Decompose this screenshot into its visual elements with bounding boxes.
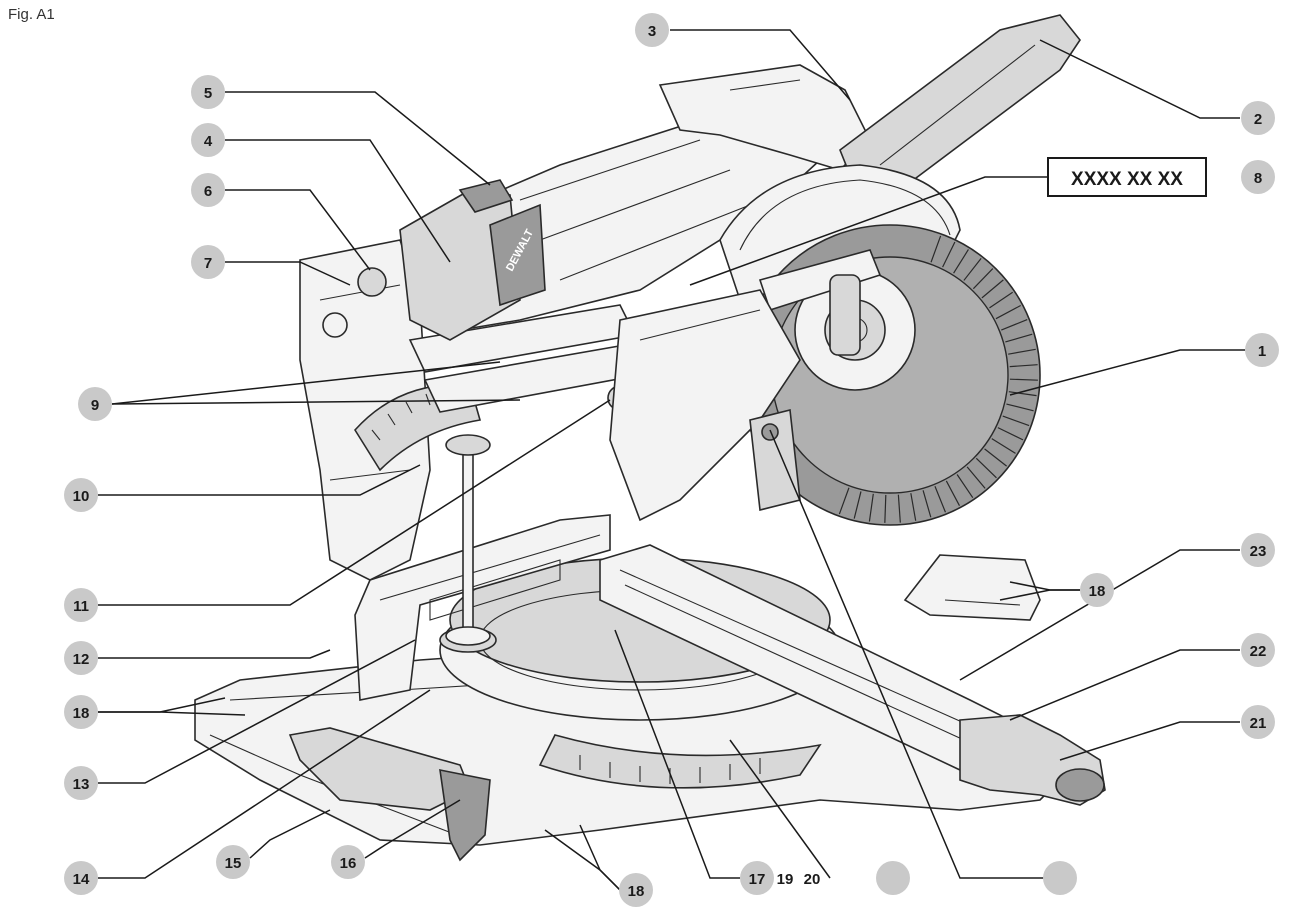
blade-tooth bbox=[942, 241, 956, 268]
svg-text:7: 7 bbox=[204, 255, 212, 272]
svg-text:11: 11 bbox=[73, 598, 89, 615]
callout-blank-1 bbox=[876, 861, 910, 895]
callout-20-text: 20 bbox=[804, 871, 821, 888]
svg-text:21: 21 bbox=[1250, 715, 1267, 732]
svg-text:6: 6 bbox=[204, 183, 212, 200]
rail-stop-knob bbox=[357, 267, 387, 297]
callout-3: 3 bbox=[635, 13, 669, 47]
callout-2: 2 bbox=[1241, 101, 1275, 135]
blade-tooth bbox=[884, 494, 887, 523]
callout-13: 13 bbox=[64, 766, 98, 800]
blade-tooth bbox=[963, 258, 982, 281]
figure-label: Fig. A1 bbox=[8, 6, 55, 23]
callout-8: 8 bbox=[1241, 160, 1275, 194]
blade-tooth bbox=[934, 486, 946, 513]
blade-tooth bbox=[1009, 364, 1038, 368]
blade-tooth bbox=[972, 268, 994, 290]
blade-tooth bbox=[997, 427, 1024, 441]
callout-6: 6 bbox=[191, 173, 225, 207]
code-box: XXXX XX XX bbox=[1047, 157, 1207, 197]
blade-tooth bbox=[1008, 391, 1037, 397]
svg-text:18: 18 bbox=[73, 705, 90, 722]
callout-7: 7 bbox=[191, 245, 225, 279]
blade-tooth bbox=[991, 438, 1016, 454]
callout-14: 14 bbox=[64, 861, 98, 895]
blade-tooth bbox=[922, 490, 932, 518]
callout-16: 16 bbox=[331, 845, 365, 879]
callout-17: 17 bbox=[740, 861, 774, 895]
svg-text:4: 4 bbox=[204, 133, 213, 150]
leader-lines bbox=[98, 29, 1245, 891]
svg-text:1: 1 bbox=[1258, 343, 1266, 360]
code-box-text: XXXX XX XX bbox=[1071, 169, 1183, 190]
callout-9: 9 bbox=[78, 387, 112, 421]
blade-tooth bbox=[1008, 348, 1036, 355]
pivot-arm bbox=[609, 289, 801, 522]
left-fence bbox=[354, 514, 611, 701]
callout-1: 1 bbox=[1245, 333, 1279, 367]
svg-text:3: 3 bbox=[648, 23, 656, 40]
blade-tooth bbox=[981, 279, 1004, 299]
svg-text:2: 2 bbox=[1254, 111, 1262, 128]
blade-tooth bbox=[868, 493, 874, 522]
svg-text:10: 10 bbox=[73, 488, 90, 505]
svg-text:13: 13 bbox=[73, 776, 90, 793]
blade-tooth bbox=[995, 304, 1021, 320]
svg-text:14: 14 bbox=[73, 871, 90, 888]
blade-tooth bbox=[1009, 378, 1038, 381]
blade-tooth bbox=[897, 494, 901, 523]
blade-tooth bbox=[1001, 319, 1028, 331]
callouts: 1 2 3 4 5 6 7 8 9 10 11 12 13 14 15 16 1… bbox=[64, 13, 1279, 907]
svg-text:16: 16 bbox=[340, 855, 357, 872]
guard-linkage bbox=[758, 249, 882, 312]
blade-tooth bbox=[953, 249, 969, 274]
svg-text:23: 23 bbox=[1250, 543, 1267, 560]
blade-tooth bbox=[853, 491, 862, 519]
blade-tooth bbox=[984, 448, 1007, 467]
callout-18-left: 18 bbox=[64, 695, 98, 729]
callout-23: 23 bbox=[1241, 533, 1275, 567]
callout-blank-2 bbox=[1043, 861, 1077, 895]
blade-tooth bbox=[1005, 333, 1033, 343]
callout-4: 4 bbox=[191, 123, 225, 157]
callout-22: 22 bbox=[1241, 633, 1275, 667]
blade-tooth bbox=[989, 291, 1014, 309]
callout-18-bottom: 18 bbox=[619, 873, 653, 907]
callout-15: 15 bbox=[216, 845, 250, 879]
blade-tooth bbox=[966, 466, 986, 489]
clamp-post bbox=[462, 444, 474, 641]
right-extension bbox=[903, 554, 1041, 621]
svg-text:22: 22 bbox=[1250, 643, 1267, 660]
callout-18-right: 18 bbox=[1080, 573, 1114, 607]
svg-text:9: 9 bbox=[91, 397, 99, 414]
blade-tooth bbox=[910, 493, 917, 521]
svg-text:19: 19 bbox=[777, 871, 794, 888]
svg-text:18: 18 bbox=[1089, 583, 1106, 600]
blade-tooth bbox=[1002, 415, 1030, 427]
blade-tooth bbox=[956, 474, 974, 499]
saw-drawing: DEWALT bbox=[194, 14, 1106, 862]
svg-text:5: 5 bbox=[204, 85, 212, 102]
svg-text:8: 8 bbox=[1254, 170, 1262, 187]
svg-text:20: 20 bbox=[804, 871, 821, 888]
blade-tooth bbox=[945, 480, 961, 506]
blade-tooth bbox=[1006, 403, 1034, 412]
callout-12: 12 bbox=[64, 641, 98, 675]
svg-text:18: 18 bbox=[628, 883, 645, 900]
callout-10: 10 bbox=[64, 478, 98, 512]
blade-tooth bbox=[975, 457, 997, 479]
svg-text:17: 17 bbox=[749, 871, 766, 888]
svg-text:15: 15 bbox=[225, 855, 242, 872]
callout-19-text: 19 bbox=[777, 871, 794, 888]
callout-5: 5 bbox=[191, 75, 225, 109]
brand-label: DEWALT bbox=[489, 203, 546, 307]
svg-text:12: 12 bbox=[73, 651, 90, 668]
blade-tooth bbox=[838, 487, 850, 515]
callout-21: 21 bbox=[1241, 705, 1275, 739]
callout-11: 11 bbox=[64, 588, 98, 622]
blade-tooth bbox=[930, 235, 942, 263]
fence-slot bbox=[429, 559, 561, 621]
